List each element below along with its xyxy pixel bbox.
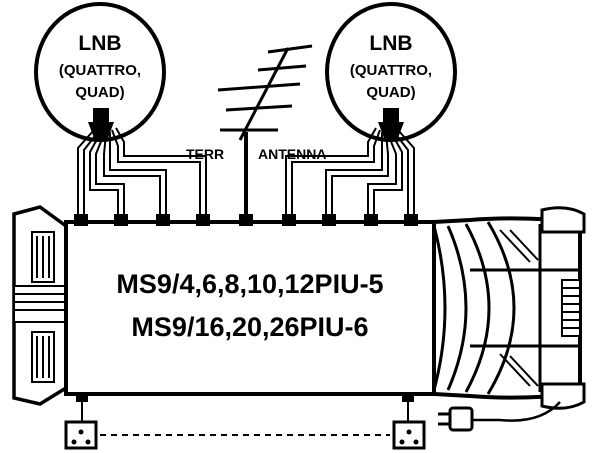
lnb-left-head	[88, 108, 114, 138]
lnb-right-type-line1: (QUATTRO,	[350, 62, 432, 79]
lnb-left-cable-4	[111, 127, 207, 218]
lnb-left-type-line2: QUAD)	[75, 84, 124, 101]
wall-outlet-left	[64, 420, 98, 450]
lnb-right-type-line2: QUAD)	[366, 84, 415, 101]
lnb-left-cable-3	[103, 132, 167, 218]
wall-outlet-right	[392, 420, 426, 450]
lnb-left-cable-1	[77, 129, 99, 218]
input-connectors	[74, 214, 418, 226]
model-line-1: MS9/4,6,8,10,12PIU-5	[116, 269, 383, 299]
terr-antenna-element-4	[225, 104, 293, 112]
power-plug	[438, 401, 561, 432]
input-connector-terr	[239, 214, 253, 226]
input-connector-5	[282, 214, 296, 226]
lnb-left: LNB (QUATTRO, QUAD)	[34, 2, 166, 142]
output-connector-right	[402, 392, 414, 402]
lnb-right-head	[378, 108, 404, 138]
terr-antenna-element-1	[267, 44, 313, 54]
left-end-cap	[12, 205, 68, 406]
lnb-left-cables	[77, 127, 207, 218]
input-connector-8	[404, 214, 418, 226]
lnb-left-title: LNB	[78, 32, 121, 55]
lnb-right: LNB (QUATTRO, QUAD)	[325, 2, 457, 142]
terr-label: TERR	[186, 146, 224, 162]
lnb-right-cables	[285, 127, 415, 218]
input-connector-7	[364, 214, 378, 226]
input-connector-1	[74, 214, 88, 226]
plug-head	[448, 406, 474, 432]
lnb-left-dish	[34, 2, 166, 142]
output-connector-left	[76, 392, 88, 402]
power-cord	[472, 401, 561, 422]
lnb-right-title: LNB	[369, 32, 412, 55]
lnb-left-cable-2	[89, 133, 125, 218]
lnb-left-type-line1: (QUATTRO,	[59, 62, 141, 79]
input-connector-3	[156, 214, 170, 226]
multiswitch-device: MS9/4,6,8,10,12PIU-5 MS9/16,20,26PIU-6	[12, 205, 586, 410]
lnb-right-cable-3	[367, 133, 403, 218]
output-cables	[81, 402, 409, 422]
terr-antenna-element-2	[257, 64, 307, 72]
model-line-2: MS9/16,20,26PIU-6	[131, 312, 368, 342]
device-body	[64, 220, 436, 396]
terr-antenna-boom	[238, 47, 290, 141]
input-connector-2	[114, 214, 128, 226]
terr-antenna-element-3	[217, 82, 301, 92]
input-connector-6	[322, 214, 336, 226]
right-end-cap	[432, 206, 586, 410]
antenna-label: ANTENNA	[258, 146, 326, 162]
lnb-right-cable-2	[325, 132, 389, 218]
input-connector-4	[196, 214, 210, 226]
lnb-right-cable-1	[285, 127, 381, 218]
terr-antenna	[217, 44, 313, 218]
lnb-right-cable-4	[393, 129, 415, 218]
